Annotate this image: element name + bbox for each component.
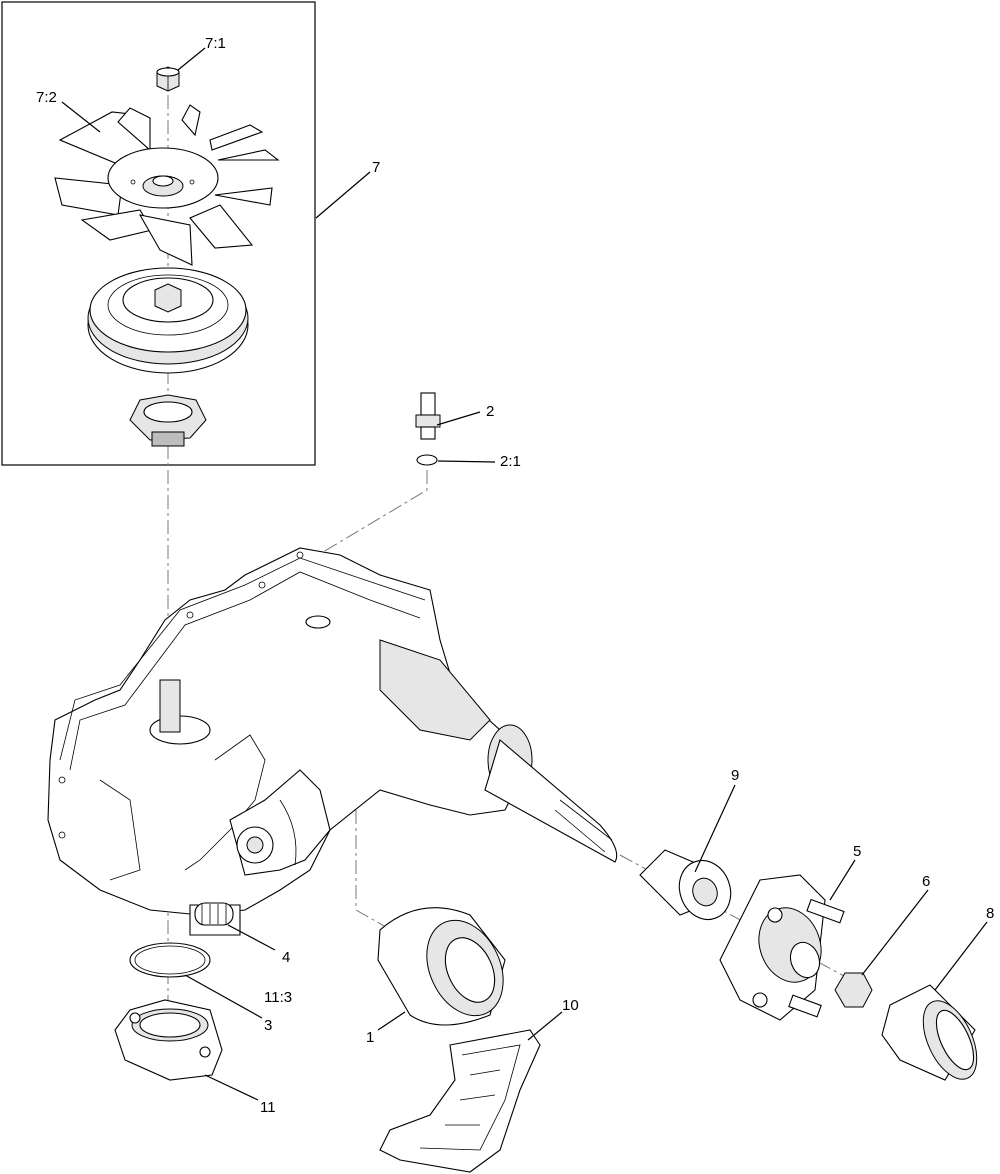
nut-6	[834, 972, 873, 1008]
assembly-7-inset-box	[1, 1, 316, 466]
hub-cap-8	[881, 984, 978, 1081]
callout-10: 10	[562, 997, 579, 1014]
nut-7-1	[156, 66, 180, 92]
fitting-2	[415, 392, 441, 440]
pulley	[87, 267, 249, 374]
callout-6: 6	[922, 873, 930, 890]
callout-7: 7	[372, 159, 380, 176]
leader-lines	[61, 47, 988, 1101]
fan-7-2	[54, 104, 280, 266]
o-ring-2-1	[416, 454, 438, 466]
callout-11-3: 11:3	[264, 989, 292, 1006]
callout-9: 9	[731, 767, 739, 784]
spring-4	[194, 902, 234, 926]
shroud-10	[379, 1029, 541, 1173]
callout-2-1: 2:1	[500, 453, 521, 470]
drive-coupling	[129, 394, 207, 447]
axle-shaft	[484, 739, 618, 863]
wheel-hub-5	[719, 874, 845, 1021]
callout-1: 1	[366, 1029, 374, 1046]
callout-4: 4	[282, 949, 290, 966]
filter-base-11	[114, 999, 223, 1081]
callout-labels: 7:1 7:2 7 2 2:1 9 5 6 8 4 11:3 3 1 10 11	[36, 35, 994, 1116]
callout-7-1: 7:1	[205, 35, 226, 52]
o-ring-11-3	[129, 942, 211, 978]
callout-8: 8	[986, 905, 994, 922]
transaxle-housing	[47, 547, 533, 936]
callout-3: 3	[264, 1017, 272, 1034]
washer-9	[639, 849, 732, 921]
o-ring-11-3-inner	[134, 945, 206, 975]
callout-11: 11	[260, 1099, 276, 1116]
callout-5: 5	[853, 843, 861, 860]
callout-2: 2	[486, 403, 494, 420]
oil-filter-1	[377, 907, 506, 1026]
callout-7-2: 7:2	[36, 89, 57, 106]
